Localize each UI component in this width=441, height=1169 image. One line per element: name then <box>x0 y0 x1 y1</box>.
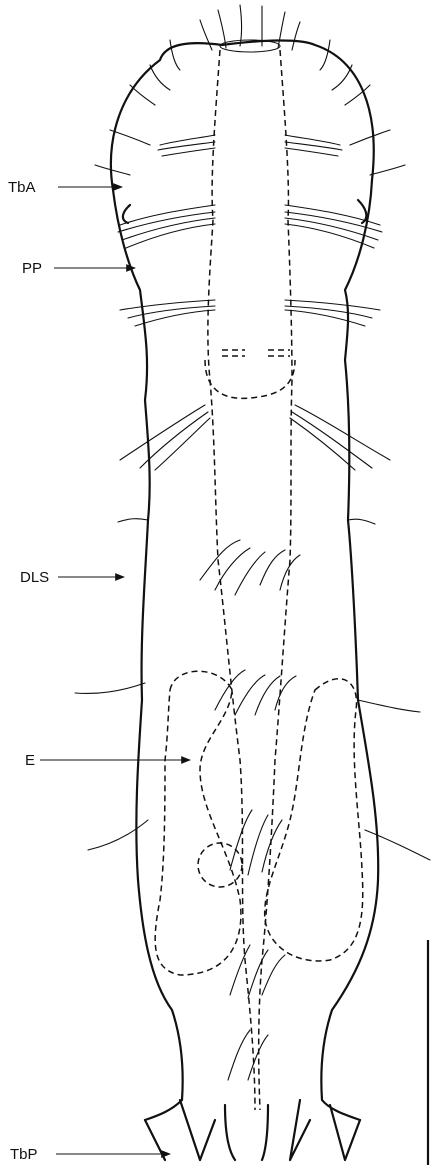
label-pp: PP <box>22 260 42 277</box>
label-e: E <box>25 752 35 769</box>
label-tba: TbA <box>8 179 36 196</box>
anterior-tube-left <box>123 205 130 223</box>
hair-bundles <box>75 5 430 1080</box>
body-outline <box>111 40 378 1120</box>
label-arrows <box>40 187 190 1154</box>
egg-outlines <box>155 671 363 975</box>
dorsolateral-spine-left <box>118 519 148 522</box>
dorsolateral-spine-right <box>348 519 375 524</box>
gut-outline <box>205 50 295 1110</box>
label-tbp: TbP <box>10 1146 38 1163</box>
posterior-appendages <box>145 1100 360 1160</box>
label-dls: DLS <box>20 569 49 586</box>
